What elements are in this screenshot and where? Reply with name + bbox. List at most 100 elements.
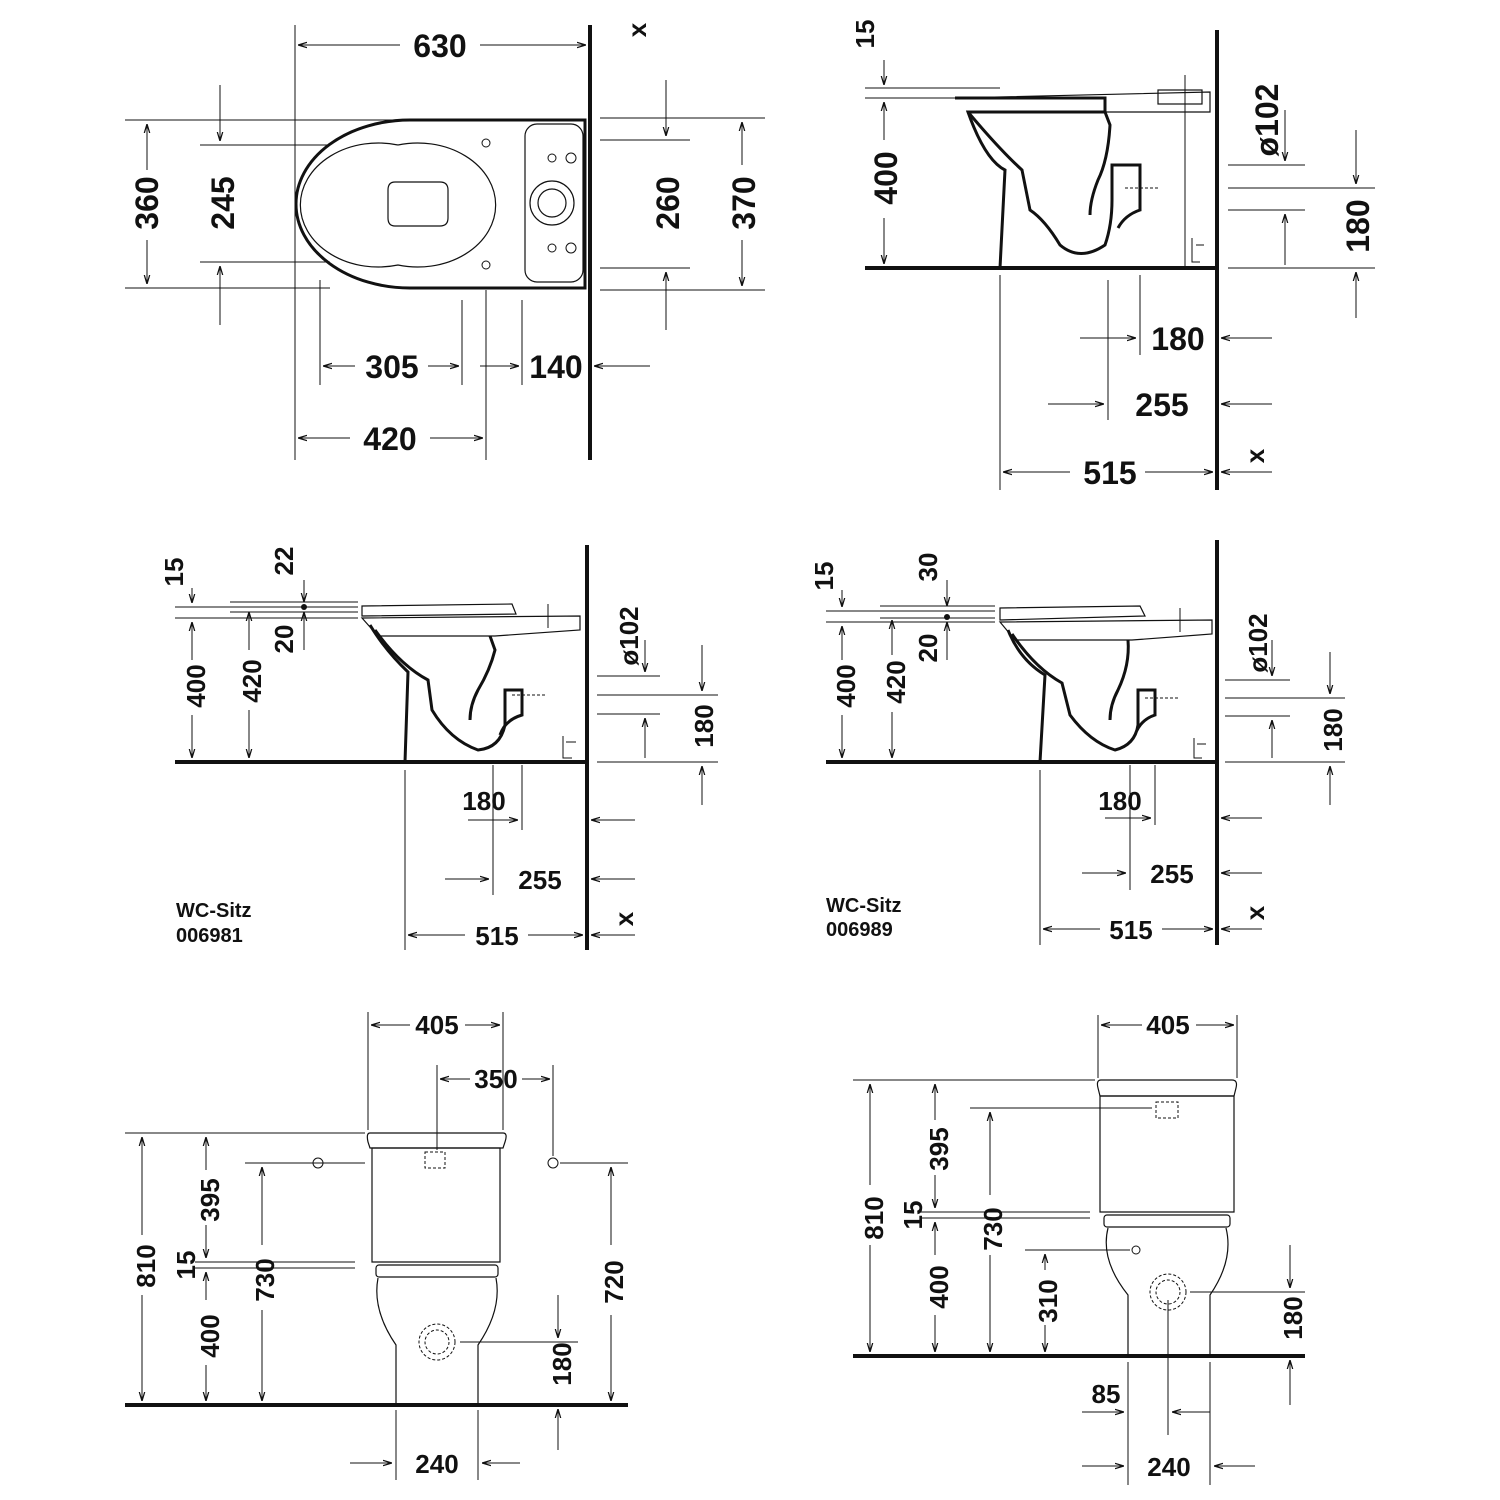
dim-810: 810 — [859, 1196, 889, 1239]
dim-515: 515 — [1109, 915, 1152, 945]
outlet-circle — [529, 180, 575, 226]
bowl-outline — [955, 96, 1107, 269]
dim-d102: ø102 — [1249, 84, 1285, 157]
seat-label-title: WC-Sitz — [826, 895, 902, 917]
dim-180-h: 180 — [1098, 786, 1141, 816]
tank-lid — [366, 1132, 507, 1149]
tank-plate — [524, 123, 584, 283]
dim-180: 180 — [547, 1342, 577, 1385]
rim-outline — [954, 91, 1211, 113]
seat-006989-view: 15 400 420 30 20 ø102 180 180 255 515 x … — [809, 540, 1348, 945]
dim-30: 30 — [913, 553, 943, 582]
dim-180-h: 180 — [462, 786, 505, 816]
dim-400: 400 — [181, 664, 211, 707]
tank-body — [371, 1147, 501, 1263]
toilet-outline — [294, 118, 587, 290]
dim-420: 420 — [237, 659, 267, 702]
seat-label-code: 006989 — [826, 919, 893, 941]
dim-350: 350 — [474, 1064, 517, 1094]
seat-edge — [375, 1264, 499, 1278]
bowl-outline — [368, 624, 410, 763]
seat-label-title: WC-Sitz — [176, 900, 252, 922]
pedestal-outline — [1105, 1227, 1229, 1356]
dim-420: 420 — [363, 421, 416, 457]
dim-d102: ø102 — [1243, 613, 1273, 672]
dim-180-v: 180 — [1340, 199, 1376, 252]
fix-hole-icon — [547, 1157, 559, 1169]
dim-180-h: 180 — [1151, 321, 1204, 357]
flush-button — [1155, 1101, 1179, 1119]
dim-420: 420 — [881, 660, 911, 703]
trap-outline — [966, 111, 1142, 255]
dim-x-top: x — [622, 22, 652, 37]
dim-400: 400 — [868, 151, 904, 204]
dim-85: 85 — [1092, 1379, 1121, 1409]
dim-15: 15 — [850, 20, 880, 49]
hinge — [1157, 89, 1203, 105]
fix-hole-icon — [547, 243, 557, 253]
trap-inner — [468, 635, 497, 721]
dim-240: 240 — [1147, 1452, 1190, 1482]
dim-405: 405 — [1146, 1010, 1189, 1040]
dim-140: 140 — [529, 349, 582, 385]
rim-outline — [360, 615, 581, 637]
tank-lid — [1096, 1079, 1238, 1097]
dim-730: 730 — [978, 1207, 1008, 1250]
dim-255: 255 — [518, 865, 561, 895]
dim-x: x — [1240, 448, 1270, 463]
dim-720: 720 — [599, 1260, 629, 1303]
seat-006981-view: 15 400 420 22 20 ø102 180 180 255 515 x … — [159, 545, 719, 951]
dim-400: 400 — [924, 1265, 954, 1308]
fixing-icon — [562, 736, 576, 759]
dim-180-v: 180 — [1318, 708, 1348, 751]
dim-x: x — [609, 911, 639, 926]
dim-810: 810 — [131, 1244, 161, 1287]
front-left-view: 405 350 810 395 15 400 730 720 180 240 — [125, 1010, 629, 1480]
fix-hole-icon — [481, 138, 491, 148]
dim-255: 255 — [1150, 859, 1193, 889]
dim-310: 310 — [1033, 1279, 1063, 1322]
dim-180: 180 — [1278, 1296, 1308, 1339]
fix-hole-icon — [565, 152, 577, 164]
trap-inner — [1088, 98, 1112, 216]
fix-hole-icon — [565, 242, 577, 254]
fixing-icon — [1193, 738, 1206, 759]
dim-15: 15 — [159, 558, 189, 587]
seat-outline — [299, 142, 497, 268]
fix-hole-icon — [547, 153, 557, 163]
dim-730: 730 — [250, 1258, 280, 1301]
bowl-outline — [1006, 629, 1047, 763]
trap-inner — [1108, 639, 1130, 721]
dim-405: 405 — [415, 1010, 458, 1040]
seat-label-code: 006981 — [176, 925, 243, 947]
dim-305: 305 — [365, 349, 418, 385]
dim-15: 15 — [171, 1251, 201, 1280]
fix-hole-icon — [481, 260, 491, 270]
side-section-view: 15 400 ø102 180 180 255 515 x — [850, 20, 1376, 491]
dim-400: 400 — [195, 1314, 225, 1357]
dim-630: 630 — [413, 28, 466, 64]
tank-body — [1099, 1095, 1235, 1213]
outlet-circle — [1149, 1273, 1187, 1311]
seat-edge — [1103, 1214, 1231, 1228]
flush-button — [424, 1151, 446, 1169]
dim-400: 400 — [831, 664, 861, 707]
front-right-view: 405 810 395 15 400 730 310 180 85 240 — [853, 1010, 1308, 1485]
dim-d102: ø102 — [614, 606, 644, 665]
top-plan-view: 630 x 360 245 260 370 305 140 420 — [125, 22, 765, 460]
outlet-circle — [418, 1323, 456, 1361]
trap-outline — [1010, 633, 1157, 752]
dim-255: 255 — [1135, 387, 1188, 423]
dim-395: 395 — [195, 1178, 225, 1221]
dim-20: 20 — [269, 625, 299, 654]
dim-260: 260 — [650, 176, 686, 229]
trap-outline — [373, 629, 524, 752]
dim-395: 395 — [924, 1127, 954, 1170]
dim-15: 15 — [809, 562, 839, 591]
seat-lid — [999, 605, 1146, 621]
dim-360: 360 — [129, 176, 165, 229]
dim-x: x — [1240, 905, 1270, 920]
bowl-opening — [387, 181, 449, 227]
pedestal-outline — [376, 1277, 498, 1405]
